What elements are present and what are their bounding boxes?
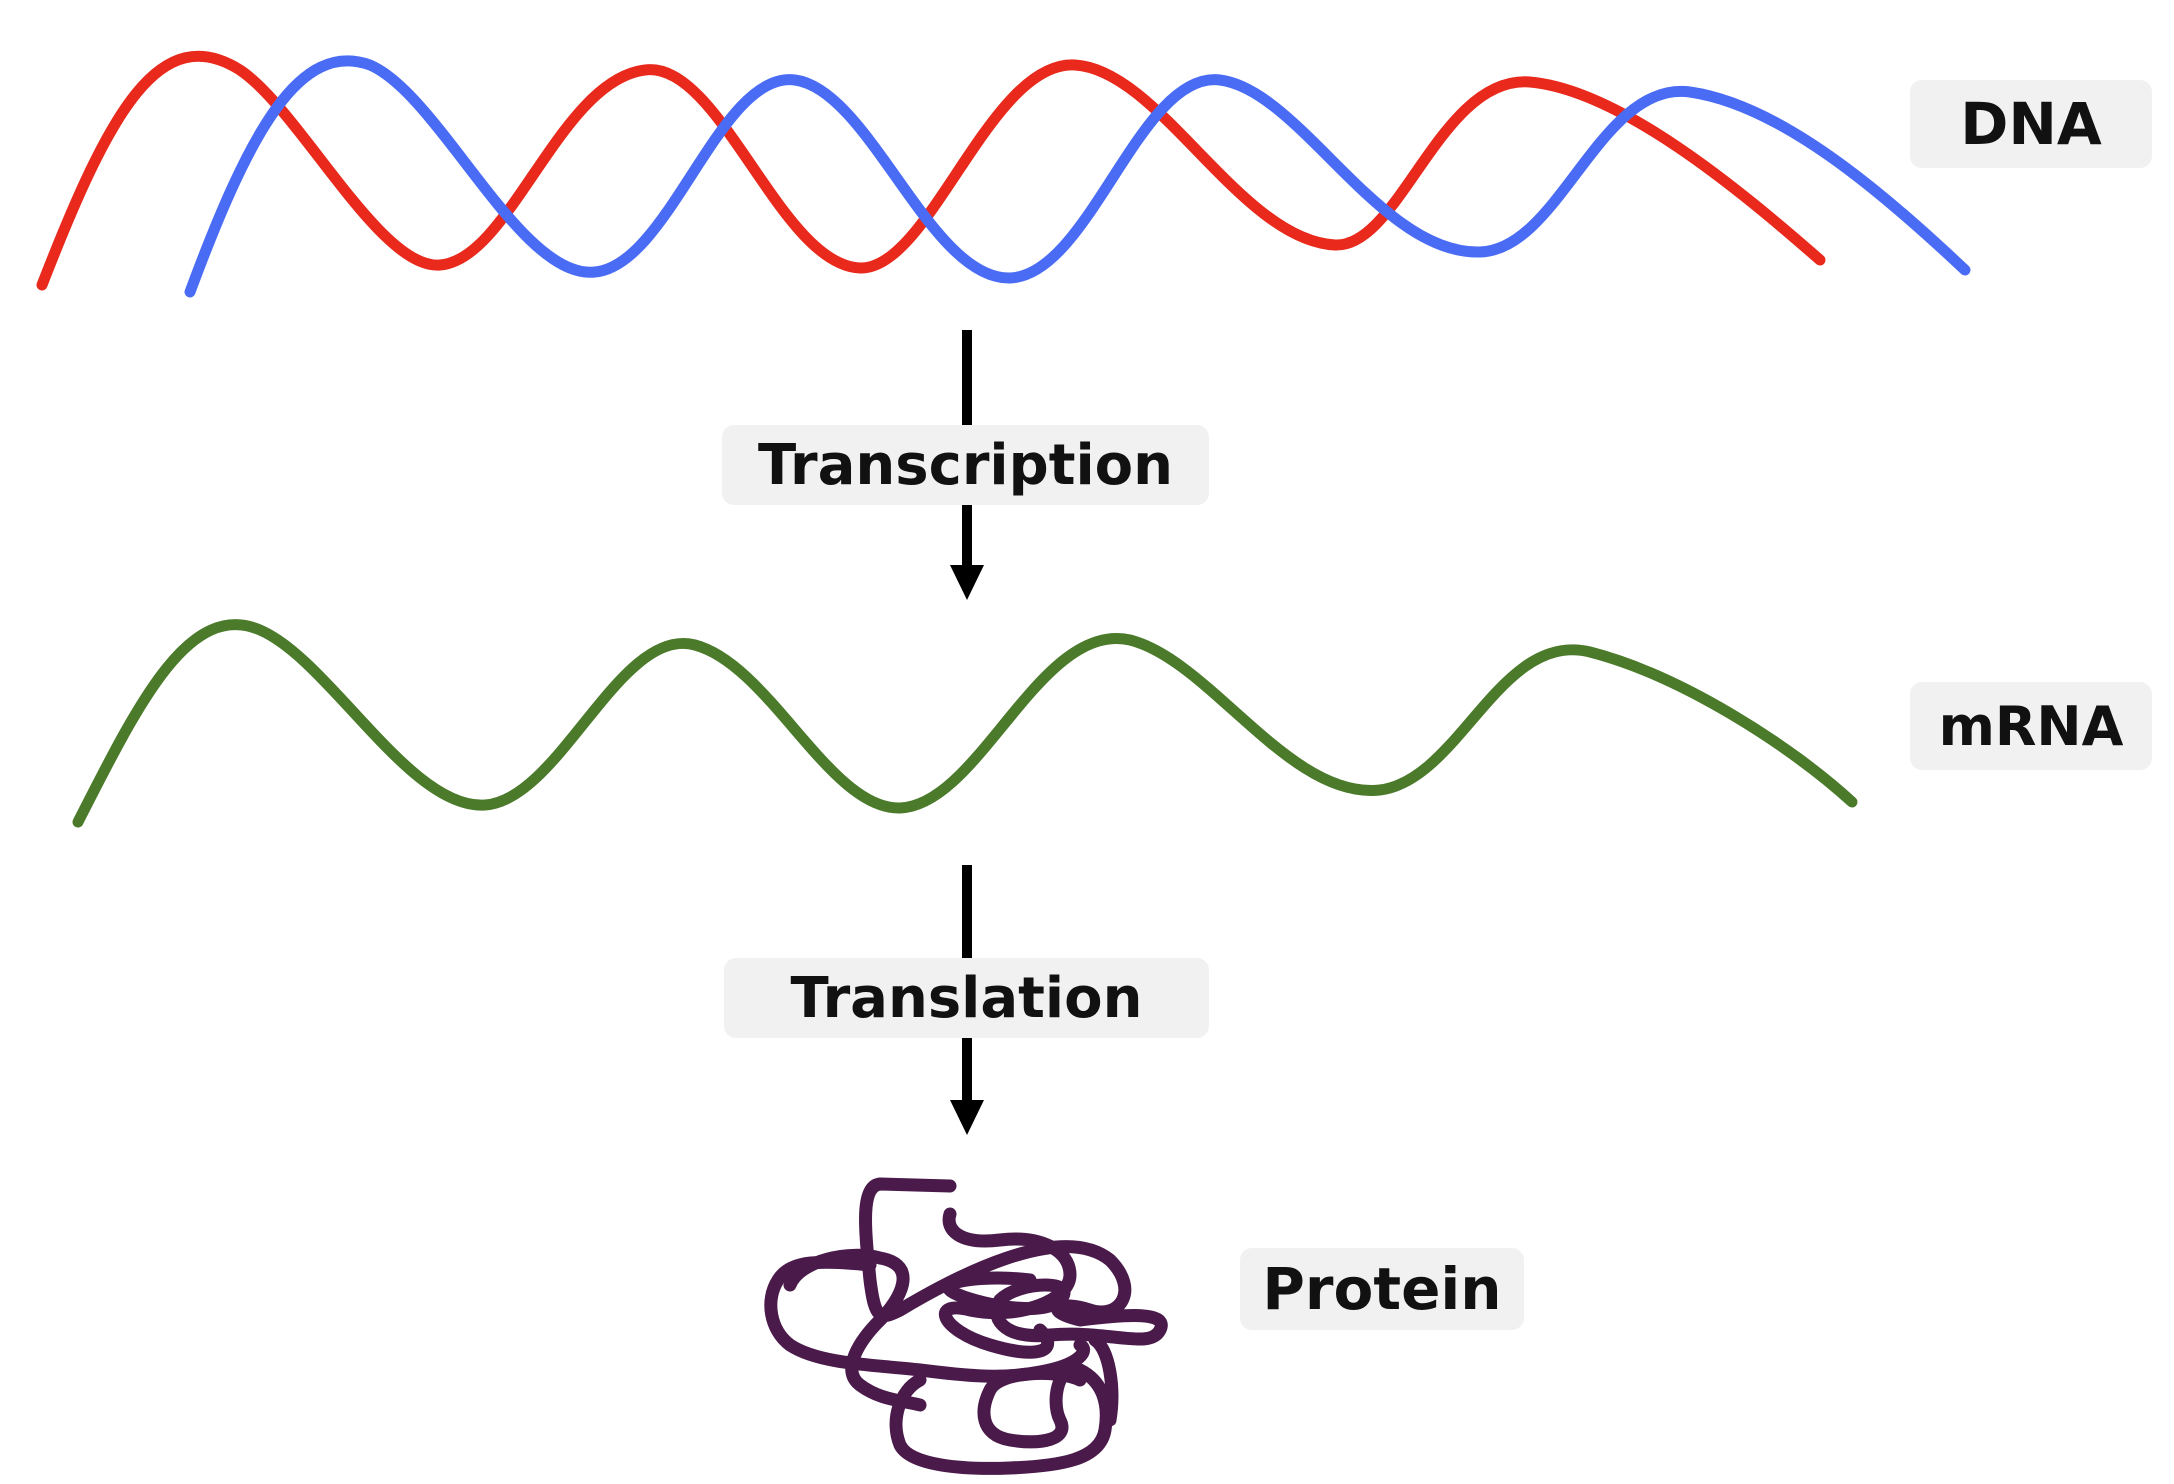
protein-label: Protein [1240,1248,1524,1330]
mrna-label: mRNA [1910,682,2152,770]
dna-strand-blue [184,55,1971,298]
translation-arrow-head [950,1100,984,1135]
dna-label: DNA [1910,80,2152,168]
folded-protein-icon [764,1177,1168,1475]
transcription-label: Transcription [722,425,1209,505]
translation-label: Translation [724,958,1209,1038]
transcription-arrow-head [950,565,984,600]
mrna-strand [72,619,1858,828]
dna-strand-red [36,50,1826,291]
